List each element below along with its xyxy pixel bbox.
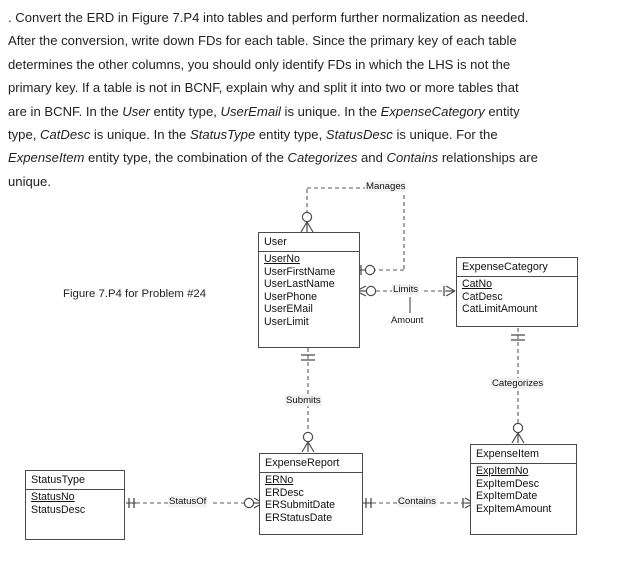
- attribute-catlimitamount: CatLimitAmount: [462, 303, 538, 316]
- figure-caption: Figure 7.P4 for Problem #24: [63, 288, 207, 300]
- entity-expenseitem[interactable]: ExpenseItem ExpItemNo ExpItemDesc ExpIte…: [470, 444, 577, 535]
- attribute-erstatusdate: ERStatusDate: [265, 511, 333, 524]
- problem-line: . Convert the ERD in Figure 7.P4 into ta…: [8, 10, 529, 25]
- problem-line: type, CatDesc is unique. In the StatusTy…: [8, 127, 498, 143]
- relationship-label-manages: Manages: [365, 181, 407, 192]
- entity-title: ExpenseItem: [471, 445, 576, 464]
- attribute-expitemno: ExpItemNo: [476, 465, 529, 477]
- attribute-ersubmitdate: ERSubmitDate: [265, 499, 336, 512]
- attribute-userfirstname: UserFirstName: [264, 265, 336, 278]
- attribute-statusno: StatusNo: [31, 491, 75, 503]
- entity-title: ExpenseCategory: [457, 258, 577, 277]
- attribute-erno: ERNo: [265, 474, 294, 486]
- entity-attributes: UserNo UserFirstName UserLastName UserPh…: [259, 252, 359, 331]
- relationship-label-submits: Submits: [285, 395, 322, 406]
- relationship-label-statusof: StatusOf: [168, 496, 208, 507]
- relationship-label-contains: Contains: [397, 496, 437, 507]
- problem-line: unique.: [8, 173, 51, 189]
- attribute-userphone: UserPhone: [264, 290, 317, 303]
- attribute-expitemdate: ExpItemDate: [476, 490, 538, 503]
- attribute-catdesc: CatDesc: [462, 290, 503, 303]
- entity-expensereport[interactable]: ExpenseReport ERNo ERDesc ERSubmitDate E…: [259, 453, 363, 535]
- problem-statement: . Convert the ERD in Figure 7.P4 into ta…: [0, 0, 635, 193]
- entity-statustype[interactable]: StatusType StatusNo StatusDesc: [25, 470, 125, 540]
- entity-attributes: CatNo CatDesc CatLimitAmount: [457, 277, 577, 318]
- attribute-useremail: UserEMail: [264, 303, 313, 316]
- problem-line: After the conversion, write down FDs for…: [8, 33, 517, 49]
- problem-line: ExpenseItem entity type, the combination…: [8, 150, 538, 166]
- attribute-expitemamount: ExpItemAmount: [476, 502, 552, 515]
- entity-expensecategory[interactable]: ExpenseCategory CatNo CatDesc CatLimitAm…: [456, 257, 578, 327]
- entity-title: ExpenseReport: [260, 454, 362, 473]
- attribute-expitemdesc: ExpItemDesc: [476, 477, 539, 490]
- entity-attributes: ExpItemNo ExpItemDesc ExpItemDate ExpIte…: [471, 464, 576, 517]
- entity-title: User: [259, 233, 359, 252]
- problem-line: primary key. If a table is not in BCNF, …: [8, 80, 519, 96]
- relationship-label-categorizes: Categorizes: [491, 378, 545, 389]
- entity-attributes: ERNo ERDesc ERSubmitDate ERStatusDate: [260, 473, 362, 526]
- attribute-userlastname: UserLastName: [264, 278, 335, 291]
- entity-user[interactable]: User UserNo UserFirstName UserLastName U…: [258, 232, 360, 348]
- attribute-catno: CatNo: [462, 278, 493, 290]
- attribute-userno: UserNo: [264, 253, 300, 265]
- attribute-userlimit: UserLimit: [264, 315, 309, 328]
- attribute-erdesc: ERDesc: [265, 486, 304, 499]
- problem-line: determines the other columns, you should…: [8, 56, 511, 72]
- entity-title: StatusType: [26, 471, 124, 490]
- attribute-statusdesc: StatusDesc: [31, 503, 86, 516]
- entity-attributes: StatusNo StatusDesc: [26, 490, 124, 518]
- problem-line: are in BCNF. In the User entity type, Us…: [8, 103, 520, 119]
- relationship-attribute-amount: Amount: [391, 314, 424, 325]
- relationship-label-limits: Limits: [392, 284, 420, 295]
